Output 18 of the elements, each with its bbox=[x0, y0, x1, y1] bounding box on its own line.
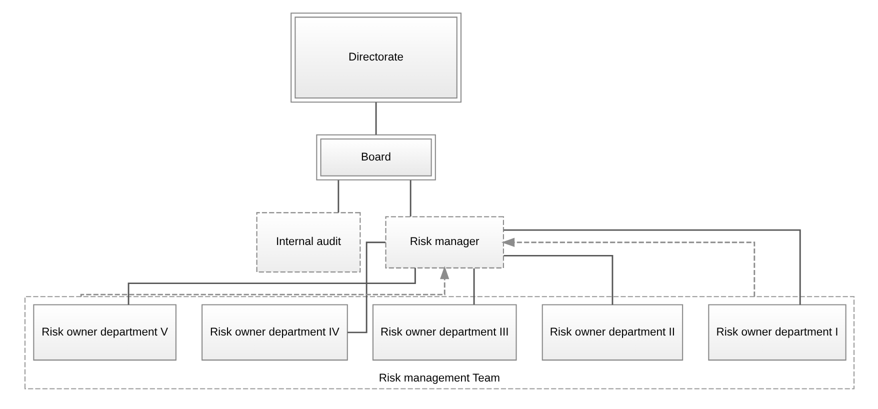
connector bbox=[503, 228, 800, 304]
arrow bbox=[500, 237, 755, 296]
node-box: Internal audit bbox=[256, 212, 360, 272]
node-box: Risk owner department III bbox=[372, 304, 516, 360]
node-box: Risk owner department V bbox=[32, 304, 176, 360]
node-box: Directorate bbox=[290, 12, 461, 102]
connector bbox=[347, 241, 385, 333]
connector bbox=[503, 254, 613, 304]
connector bbox=[337, 180, 339, 212]
connector bbox=[472, 268, 474, 304]
node-box: Risk owner department I bbox=[708, 304, 846, 360]
connector bbox=[409, 180, 411, 216]
arrow bbox=[80, 265, 449, 297]
node-box: Risk owner department II bbox=[541, 304, 683, 360]
node-box: Risk manager bbox=[384, 216, 504, 268]
node-box: Board bbox=[316, 134, 436, 180]
node-box: Risk owner department IV bbox=[201, 304, 348, 360]
connector bbox=[374, 102, 376, 134]
